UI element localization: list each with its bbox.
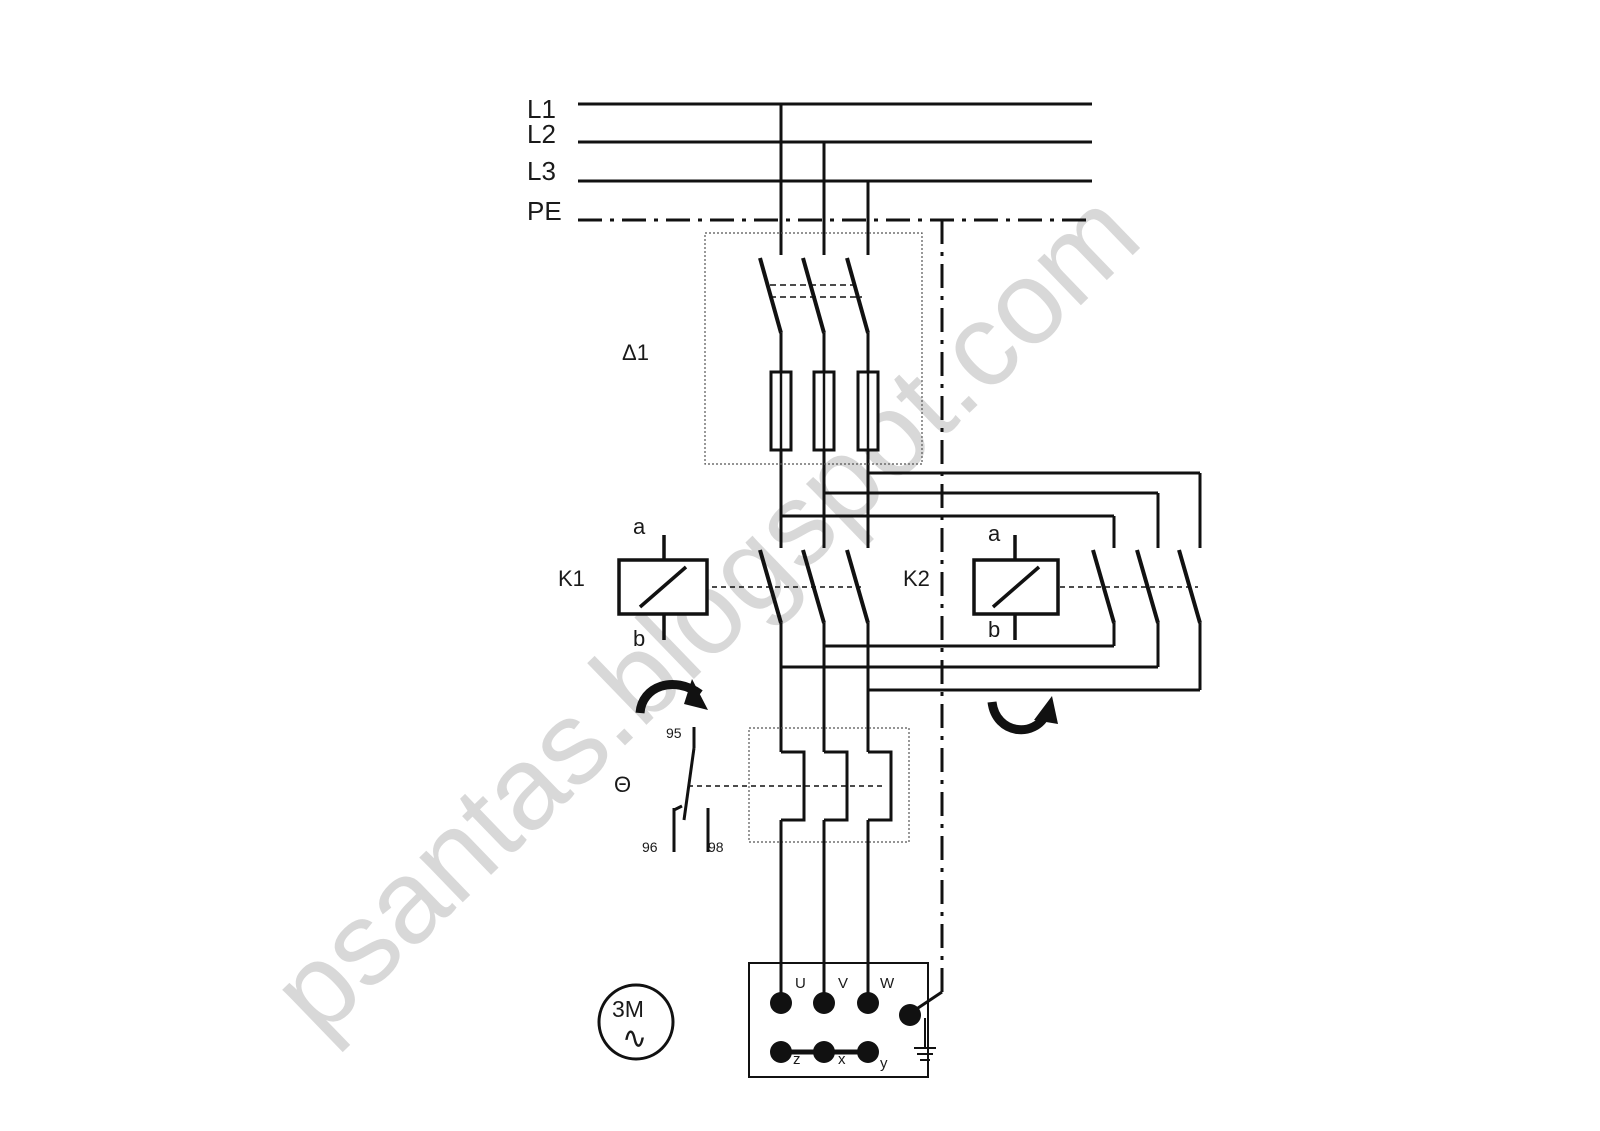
ac-symbol-icon: ∿ <box>622 1022 647 1055</box>
motor-symbol: 3M ∿ <box>597 983 675 1061</box>
breaker-contacts <box>758 257 870 334</box>
motor-terminal-v: V <box>838 975 848 992</box>
overload-aux-contact <box>672 727 710 852</box>
overload-enclosure <box>748 727 910 843</box>
reverse-rotation-arrow-icon <box>987 696 1058 735</box>
motor-feed-conductors <box>779 820 870 1000</box>
k2-return-wiring <box>781 623 1202 692</box>
overload-contact-96: 96 <box>642 839 658 855</box>
bus-label-l3: L3 <box>527 156 556 186</box>
motor-terminal-w: W <box>880 975 895 992</box>
k1-coil <box>617 535 709 640</box>
breaker-enclosure <box>704 232 923 465</box>
bus-label-pe: PE <box>527 196 562 226</box>
k2-label: K2 <box>903 566 930 591</box>
k1-terminal-b: b <box>633 626 645 651</box>
k2-coil <box>972 535 1060 640</box>
load-conductors <box>779 623 870 752</box>
ground-symbol-icon <box>914 1018 936 1061</box>
overload-heaters <box>781 750 893 822</box>
k1-label: K1 <box>558 566 585 591</box>
motor-symbol-text: 3M <box>612 996 644 1022</box>
motor-terminal-y: y <box>880 1055 888 1072</box>
motor-terminal-u: U <box>795 975 806 992</box>
bus-label-l1: L1 <box>527 94 556 124</box>
phase-conductors <box>779 104 870 548</box>
overload-contact-98: 98 <box>708 839 724 855</box>
motor-terminal-x: x <box>838 1051 846 1068</box>
k1-terminal-a: a <box>633 514 646 539</box>
bus-label-l2: L2 <box>527 119 556 149</box>
motor-terminal-z: z <box>793 1051 801 1068</box>
overload-contact-95: 95 <box>666 725 682 741</box>
forward-rotation-arrow-icon <box>635 679 708 714</box>
supply-bus <box>578 102 1092 222</box>
overload-label: Θ <box>614 772 631 797</box>
breaker-mechanical-link <box>770 284 862 298</box>
motor-terminal-box <box>748 962 929 1078</box>
k2-terminal-b: b <box>988 617 1000 642</box>
motor-terminals <box>770 992 921 1063</box>
k2-supply-wiring <box>781 471 1202 548</box>
breaker-label: Δ1 <box>622 340 649 365</box>
k2-terminal-a: a <box>988 521 1001 546</box>
